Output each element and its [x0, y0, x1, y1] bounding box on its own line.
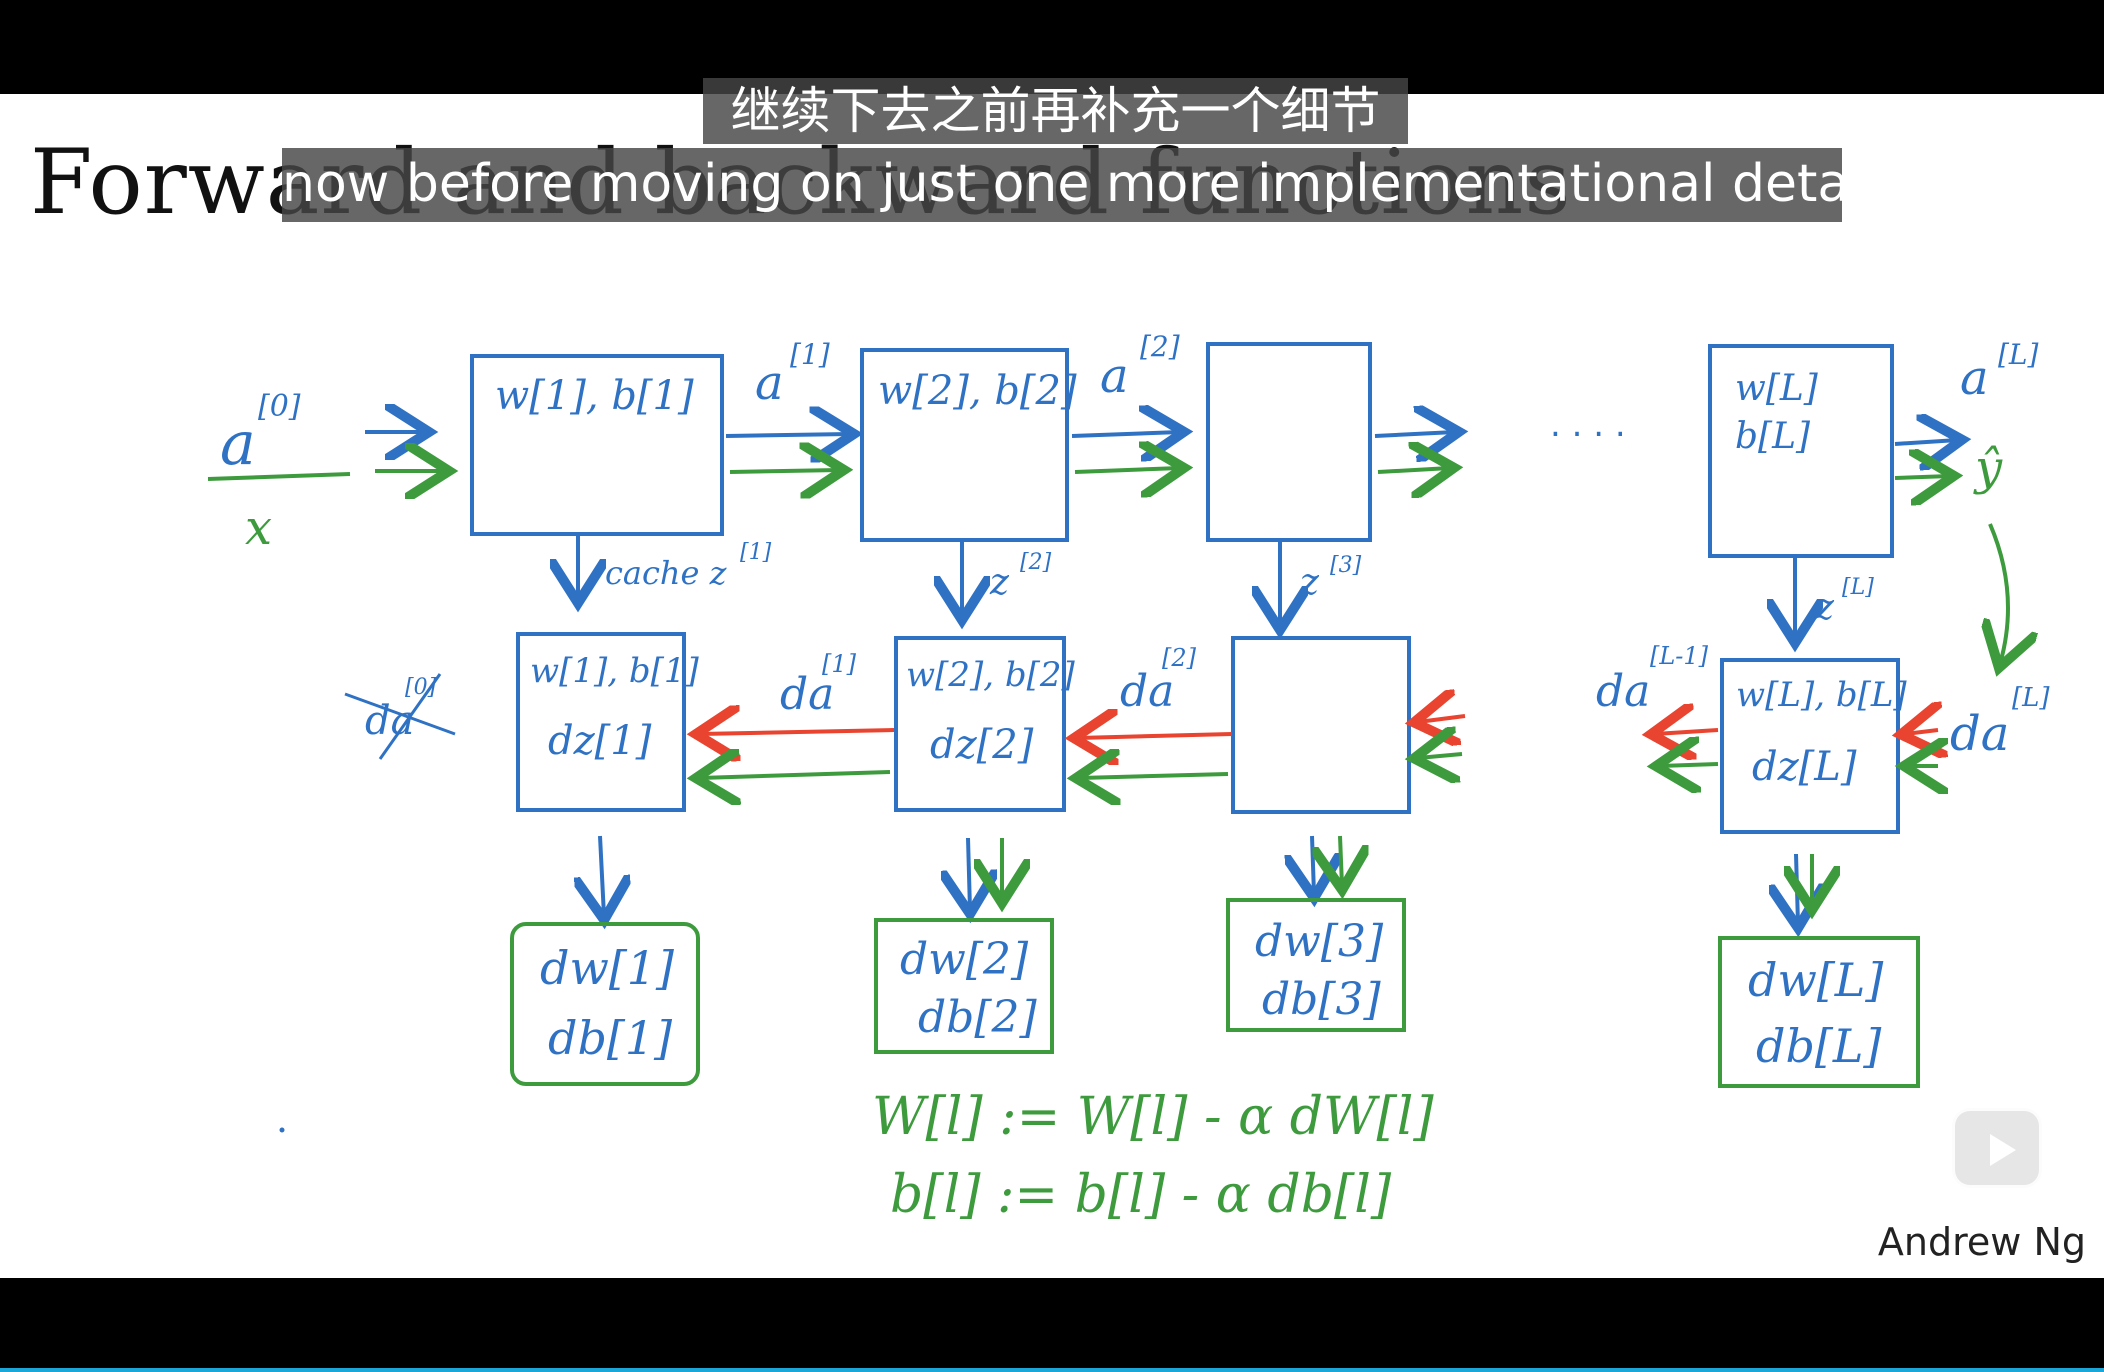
arrow-aL-blue: [1894, 440, 1958, 444]
play-button[interactable]: [1952, 1108, 2042, 1188]
neural-net-diagram: a [0] x w[1], b[1] w[2], b[2] w[L] b[L] …: [207, 330, 2050, 1225]
backward-box-2-dz: dz[2]: [930, 722, 1034, 768]
a0-label: a: [220, 409, 256, 479]
grad-box-L-dw: dw[L]: [1748, 953, 1883, 1007]
forward-box-L: [1708, 344, 1894, 558]
cache-sup-3: [3]: [1330, 553, 1362, 578]
strike-2: [378, 673, 442, 760]
arrow-daLm1-green: [1660, 764, 1719, 766]
cache-sup-2: [2]: [1020, 550, 1052, 575]
stray-dot: [279, 1127, 285, 1133]
cache-label-1: cache z: [605, 554, 728, 592]
grad-box-L-db: db[L]: [1756, 1019, 1881, 1073]
strike-1: [344, 692, 456, 736]
a2-label: a: [1100, 348, 1129, 404]
arrow-a3-green: [1377, 468, 1450, 472]
backward-box-L-params: w[L], b[L]: [1736, 675, 1907, 715]
arrow-a3-blue: [1374, 432, 1455, 436]
ellipsis: . . . .: [1550, 405, 1626, 445]
arrow-a1-green: [729, 470, 840, 472]
cache-label-2: z: [989, 562, 1010, 603]
forward-box-2-params: w[2], b[2]: [878, 368, 1077, 414]
cache-sup-L: [L]: [1842, 575, 1874, 600]
arrow-da1-green: [700, 772, 891, 778]
backward-box-1-params: w[1], b[1]: [530, 651, 700, 691]
da0-crossed: da [0]: [344, 673, 456, 760]
arrow-loss-green: [1990, 523, 2008, 664]
arrow-daLm1-red: [1655, 730, 1719, 734]
grad-box-1-dw: dw[1]: [540, 941, 674, 995]
grad-box-3: [1226, 898, 1406, 1032]
grad-arrow-3-blue: [1312, 835, 1314, 894]
grad-box-3-dw: dw[3]: [1255, 916, 1384, 967]
forward-box-L-b: b[L]: [1735, 416, 1811, 457]
grad-arrow-1: [600, 835, 604, 916]
aL-sup: [L]: [1998, 338, 2039, 371]
daL-label: da: [1950, 706, 2009, 762]
aL-label: a: [1960, 350, 1989, 406]
forward-box-1: [470, 354, 724, 536]
grad-box-2-dw: dw[2]: [900, 934, 1029, 985]
arrow-da2-green: [1080, 774, 1229, 778]
backward-box-1: [516, 632, 686, 812]
arrow-da3-red: [1418, 716, 1466, 722]
lecture-slide: Forward and backward functions a [0] x: [0, 94, 2104, 1278]
progress-bar[interactable]: [0, 1368, 2104, 1372]
forward-box-L-w: w[L]: [1735, 368, 1819, 409]
a0-sup: [0]: [258, 389, 301, 424]
fraction-line: [207, 472, 351, 481]
arrow-da3-green: [1418, 754, 1463, 758]
forward-box-3: [1206, 342, 1372, 542]
arrow-da2-red: [1078, 734, 1233, 738]
grad-box-1-db: db[1]: [548, 1011, 672, 1065]
daLm1-label: da: [1596, 666, 1650, 717]
subtitle-chinese: 继续下去之前再补充一个细节: [703, 78, 1408, 144]
cache-sup-1: [1]: [740, 540, 772, 565]
play-icon: [1990, 1134, 2016, 1166]
author-credit: Andrew Ng: [1877, 1220, 2086, 1264]
backward-box-L-dz: dz[L]: [1752, 744, 1857, 790]
a1-sup: [1]: [790, 338, 830, 371]
cache-label-L: z: [1814, 587, 1835, 628]
grad-box-L: [1718, 936, 1920, 1088]
yhat-label: ŷ: [1973, 440, 2003, 496]
arrow-aL-green: [1894, 476, 1950, 478]
daLm1-sup: [L-1]: [1650, 642, 1709, 670]
input-a0: a [0] x: [207, 389, 351, 556]
grad-arrow-L-blue: [1796, 853, 1798, 924]
backward-box-1-dz: dz[1]: [548, 718, 652, 764]
da2-label: da: [1120, 666, 1174, 717]
backward-box-3: [1231, 636, 1411, 814]
arrow-a2-green: [1074, 468, 1180, 472]
arrow-da1-red: [700, 730, 895, 734]
grad-box-2-db: db[2]: [918, 992, 1037, 1043]
daL-sup: [L]: [2012, 683, 2050, 713]
arrow-a1-blue: [725, 434, 850, 436]
update-rule-w: W[l] := W[l] - α dW[l]: [872, 1087, 1434, 1147]
subtitle-english: now before moving on just one more imple…: [282, 148, 1878, 222]
da2-sup: [2]: [1162, 644, 1197, 672]
arrow-daL-red: [1905, 730, 1938, 734]
da1-sup: [1]: [822, 650, 857, 678]
da1-label: da: [780, 669, 834, 720]
a1-label: a: [755, 355, 784, 411]
cache-label-3: z: [1299, 562, 1320, 603]
update-rule-b: b[l] := b[l] - α db[l]: [890, 1165, 1392, 1225]
forward-box-1-params: w[1], b[1]: [495, 373, 694, 419]
arrow-a2-blue: [1071, 432, 1180, 436]
backward-box-2: [894, 636, 1066, 812]
grad-arrow-3-green: [1340, 835, 1342, 886]
grad-box-3-db: db[3]: [1262, 974, 1381, 1025]
grad-box-1: [510, 922, 700, 1086]
a2-sup: [2]: [1140, 330, 1180, 363]
backward-box-2-params: w[2], b[2]: [906, 655, 1076, 695]
x-label: x: [245, 500, 272, 556]
grad-box-2: [874, 918, 1054, 1054]
grad-arrow-2-blue: [968, 837, 970, 910]
